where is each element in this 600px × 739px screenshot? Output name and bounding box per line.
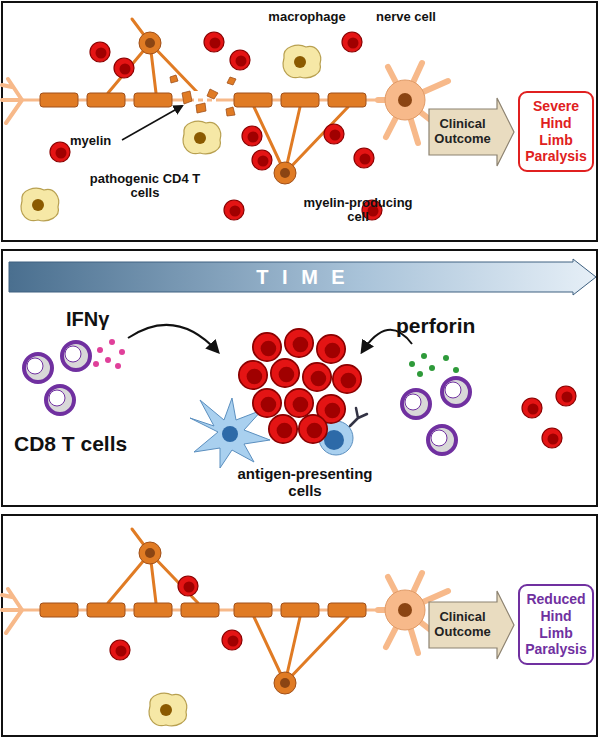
outcome-box: Reduced Hind Limb Paralysis xyxy=(518,584,594,665)
part-label: IFNγ xyxy=(66,308,136,330)
arrow-label: Clinical Outcome xyxy=(430,610,495,640)
part-label: perforin xyxy=(396,314,506,337)
macrophage-cell xyxy=(149,693,187,725)
cd4-t-cell xyxy=(50,32,382,220)
part-label: antigen-presenting cells xyxy=(220,466,390,499)
text-area: Clinical Outcome xyxy=(428,590,497,660)
text-area: T I M E xyxy=(8,258,597,296)
part-label: nerve cell xyxy=(366,10,446,24)
outcome-arrow: Clinical Outcome xyxy=(428,97,515,167)
arrow-outline xyxy=(9,259,596,295)
arrow-outline xyxy=(429,591,514,659)
macrophage-cell xyxy=(21,45,321,220)
cd4-t-cell xyxy=(110,576,242,660)
arrow-outline xyxy=(429,98,514,166)
time-label: T I M E xyxy=(256,266,348,289)
cd4-t-cell-cluster xyxy=(239,329,576,448)
part-label: macrophage xyxy=(262,10,352,24)
part-label: CD8 T cells xyxy=(14,432,164,455)
part-label: myelin-producing cell xyxy=(300,196,416,225)
perforin-dots xyxy=(409,353,459,377)
outcome-label: Reduced Hind Limb Paralysis xyxy=(523,591,589,658)
part-label: pathogenic CD4 T cells xyxy=(80,172,210,201)
time-band: T I M E xyxy=(8,258,597,296)
effect-arrow xyxy=(128,325,218,352)
leader-line xyxy=(122,106,182,140)
outcome-arrow: Clinical Outcome xyxy=(428,590,515,660)
demyelinated-axon xyxy=(2,19,448,184)
part-label: myelin xyxy=(70,134,130,148)
outcome-label: Severe Hind Limb Paralysis xyxy=(523,98,589,165)
outcome-box: Severe Hind Limb Paralysis xyxy=(518,91,594,172)
myelinated-axon xyxy=(2,529,448,694)
text-area: Clinical Outcome xyxy=(428,97,497,167)
ifn-gamma-dots xyxy=(93,339,125,369)
arrow-label: Clinical Outcome xyxy=(430,117,495,147)
